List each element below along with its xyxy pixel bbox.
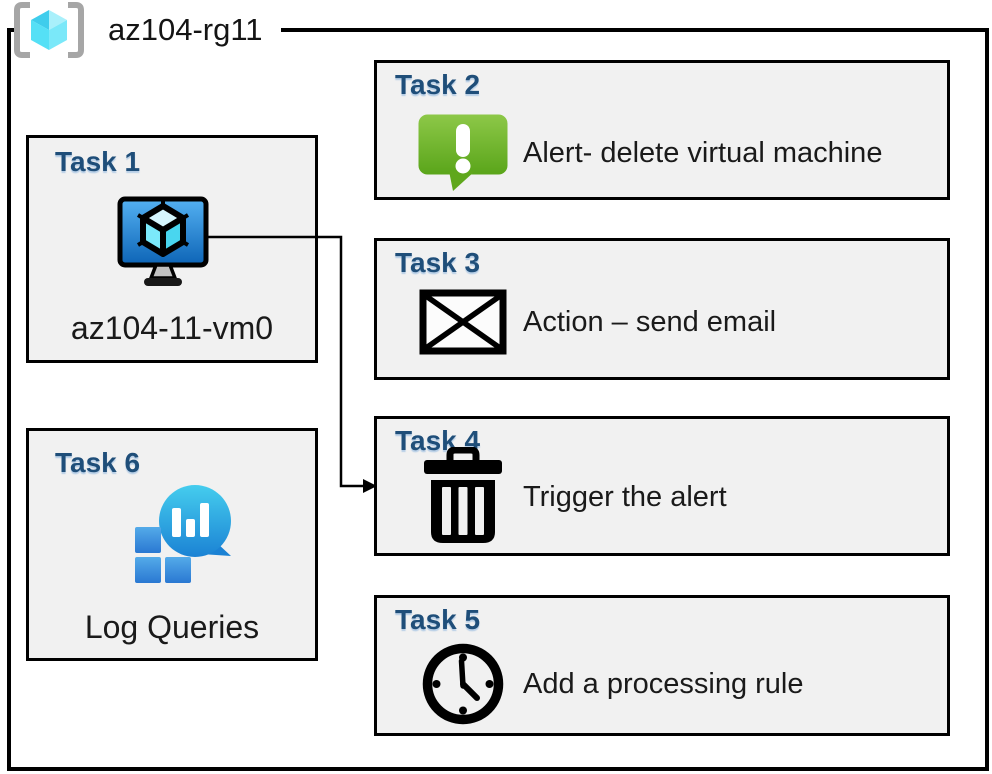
task3-caption: Action – send email	[523, 305, 777, 338]
task2-card: Task 2 Alert- delete virtual machine	[374, 60, 950, 200]
task5-caption: Add a processing rule	[523, 667, 804, 700]
resource-group-icon	[14, 2, 84, 58]
task4-caption: Trigger the alert	[523, 480, 727, 513]
task5-heading: Task 5	[395, 604, 481, 635]
resource-group-title: az104-rg11	[108, 12, 263, 47]
task1-card: Task 1 az104-11-vm0	[26, 135, 318, 363]
task2-heading: Task 2	[395, 69, 481, 100]
task1-caption: az104-11-vm0	[70, 310, 274, 346]
log-analytics-icon	[135, 485, 231, 583]
task2-caption: Alert- delete virtual machine	[523, 136, 883, 169]
task6-card: Task 6 Log Queries	[26, 428, 318, 661]
alert-message-icon	[418, 114, 508, 191]
task6-caption: Log Queries	[84, 609, 260, 645]
email-envelope-icon	[419, 289, 507, 355]
task6-heading: Task 6	[55, 447, 141, 478]
task3-heading: Task 3	[395, 247, 481, 278]
task4-card: Task 4 Trigger the alert	[374, 416, 950, 556]
trash-can-icon	[424, 447, 502, 543]
resource-group-header: az104-rg11	[14, 2, 281, 58]
task3-card: Task 3 Action – send email	[374, 238, 950, 380]
resource-group-boundary	[7, 28, 989, 771]
clock-icon	[422, 643, 504, 725]
task5-card: Task 5 Add a processing rule	[374, 595, 950, 736]
task1-heading: Task 1	[55, 146, 141, 177]
virtual-machine-icon	[117, 196, 209, 286]
